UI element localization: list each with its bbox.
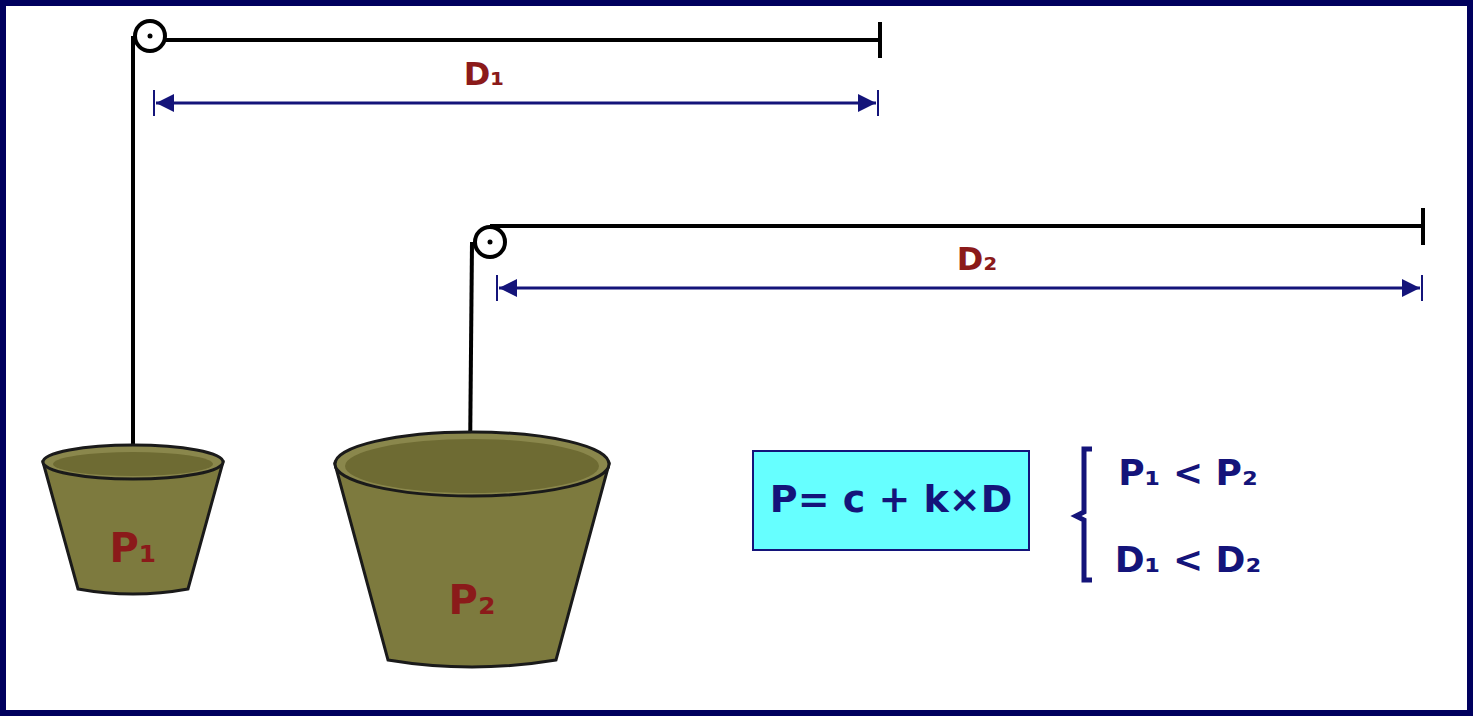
beam-end — [1421, 208, 1425, 245]
relation-text: P₁ < P₂ — [1118, 453, 1258, 493]
formula-box: P= c + k×D — [752, 450, 1030, 551]
background — [6, 6, 1467, 710]
bucket: P₁ — [40, 443, 226, 597]
bucket-shape — [332, 430, 612, 672]
brace — [1076, 449, 1092, 580]
weight-label: P₂ — [332, 578, 612, 622]
formula: P= c + k×D — [770, 477, 1012, 523]
bucket-shape — [40, 443, 226, 597]
beam-end — [878, 22, 882, 58]
pulley — [475, 227, 505, 257]
dimension-tick — [496, 275, 498, 301]
dimension-line — [156, 102, 876, 105]
bucket-inside — [53, 452, 213, 476]
bucket: P₂ — [332, 430, 612, 672]
dimension-label: D₁ — [464, 57, 505, 92]
weight-label: P₁ — [40, 526, 226, 570]
dimension-tick — [877, 90, 879, 116]
dimension-line — [499, 287, 1420, 290]
bucket-rim — [43, 445, 223, 479]
bucket-inside — [345, 439, 599, 493]
pulley-axle — [148, 34, 153, 39]
beam — [150, 38, 880, 42]
dimension-label: D₂ — [957, 242, 998, 277]
relation-text: D₁ < D₂ — [1115, 540, 1262, 580]
dimension-tick — [1421, 275, 1423, 301]
beam — [490, 224, 1423, 228]
pulley — [135, 21, 165, 51]
dimension-tick — [153, 90, 155, 116]
rope — [131, 36, 135, 456]
pulley-axle — [488, 240, 493, 245]
rope — [470, 242, 472, 460]
bucket-rim — [335, 432, 609, 496]
